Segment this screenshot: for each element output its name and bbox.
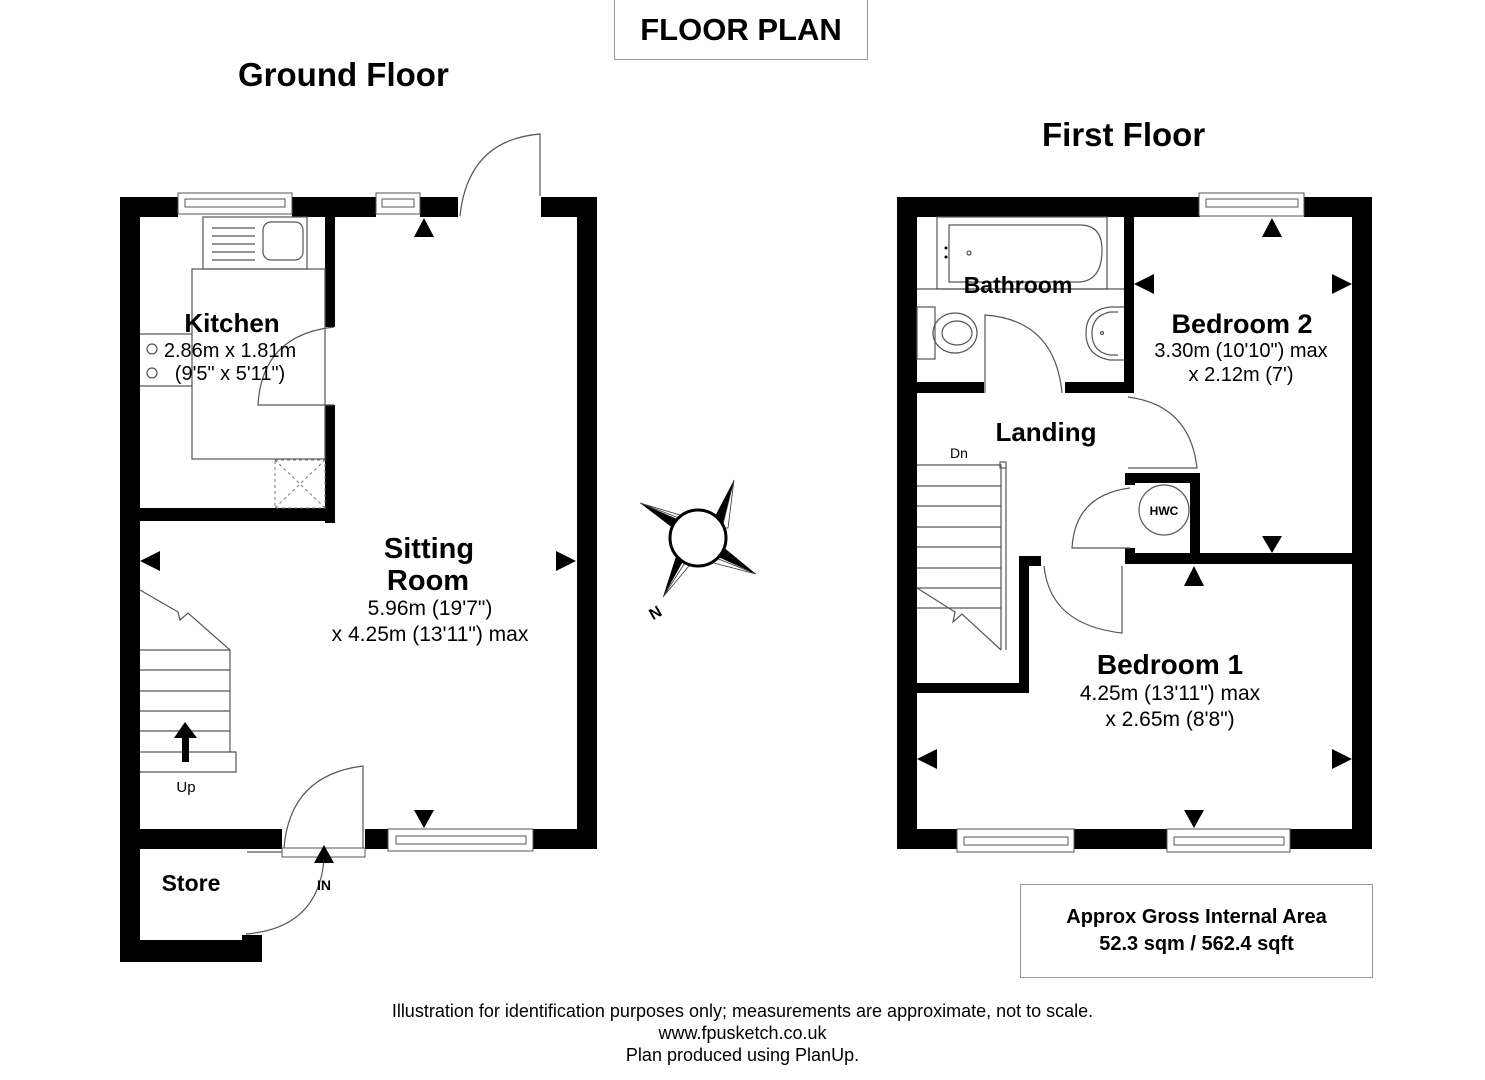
ff-wall-north-1 (897, 197, 1200, 217)
area-value: 52.3 sqm / 562.4 sqft (1099, 933, 1294, 955)
bedroom1-label: Bedroom 1 (1097, 649, 1243, 680)
kitchen-wall-east-upper (325, 217, 335, 327)
kitchen-dimensions-imperial: (9'5" x 5'11") (175, 363, 285, 385)
ff-measure-arrow-up-icon (1262, 218, 1282, 237)
bathtub (917, 216, 1124, 290)
sitting-room-south-window (387, 828, 534, 852)
gross-internal-area-box: Approx Gross Internal Area 52.3 sqm / 56… (1020, 884, 1373, 978)
ground-floor-plan (120, 133, 597, 962)
ff-measure-arrow-down-icon (1262, 536, 1282, 553)
landing-wall-south (917, 683, 1029, 693)
credit-text: Plan produced using PlanUp. (625, 1045, 860, 1065)
sitting-room-dimensions-1: 5.96m (19'7") (368, 597, 493, 620)
north-compass-icon (639, 479, 757, 598)
store-door-swing (245, 859, 325, 935)
bathroom-wall-east (1124, 217, 1134, 393)
wash-basin (1085, 306, 1124, 361)
bedroom1-window-left (956, 828, 1075, 853)
bedroom1-window-right (1166, 828, 1291, 853)
bedroom2-door-swing (1127, 396, 1198, 469)
ground-floor-title: Ground Floor (238, 56, 449, 93)
bedroom2-dimensions-2: x 2.12m (7') (1189, 364, 1294, 386)
wall-east (577, 197, 597, 849)
store-wall-south (120, 940, 262, 962)
first-floor-stairs (916, 461, 1007, 651)
kitchen-window (177, 192, 293, 215)
area-label: Approx Gross Internal Area (1066, 906, 1327, 928)
kitchen-wall-east-lower (325, 405, 335, 523)
ff-wall-south-2 (1074, 829, 1167, 849)
ff-measure-arrow-left2-icon (917, 749, 937, 769)
kitchen-wall-south (120, 508, 335, 521)
bedroom1-dimensions-1: 4.25m (13'11") max (1080, 682, 1261, 705)
landing-label: Landing (995, 417, 1096, 447)
toilet (916, 306, 978, 360)
hwc-door-swing (1071, 487, 1131, 549)
kitchen-label: Kitchen (184, 308, 279, 338)
hot-water-cylinder-icon (1138, 484, 1190, 536)
store-wall-stub (242, 935, 262, 962)
measure-arrow-left-icon (140, 551, 160, 571)
compass-north-label: N (646, 603, 665, 624)
website-link[interactable]: www.fpusketch.co.uk (658, 1023, 827, 1043)
wall-north-3 (420, 197, 458, 217)
wall-north-1 (120, 197, 178, 217)
sitting-room-label-line1: Sitting (384, 533, 474, 565)
ff-measure-arrow-up2-icon (1184, 566, 1204, 586)
kitchen-door-swing (257, 326, 335, 406)
measure-arrow-down-icon (414, 810, 434, 828)
ff-wall-west (897, 197, 917, 849)
measure-arrow-up-icon (414, 218, 434, 237)
ff-wall-south-1 (897, 829, 957, 849)
ff-measure-arrow-down2-icon (1184, 810, 1204, 828)
wall-south-2 (365, 829, 388, 849)
bathroom-wall-south-1 (917, 382, 984, 393)
bathroom-door-swing (984, 314, 1063, 394)
wall-north-2 (292, 197, 376, 217)
plan-title: FLOOR PLAN (614, 0, 868, 60)
front-door-swing (283, 765, 364, 849)
wall-south-3 (533, 829, 597, 849)
stairs-down-label: Dn (950, 445, 968, 461)
measure-arrow-right-icon (556, 551, 576, 571)
sitting-room-label-line2: Room (387, 565, 469, 597)
sitting-room-dimensions-2: x 4.25m (13'11") max (332, 623, 529, 646)
store-label: Store (162, 870, 221, 896)
bedroom2-window (1198, 192, 1305, 217)
disclaimer-text: Illustration for identification purposes… (391, 1001, 1094, 1021)
stairs-up-arrow-icon (174, 722, 197, 762)
bedroom2-dimensions-1: 3.30m (10'10") max (1154, 340, 1327, 362)
hwc-label: HWC (1150, 504, 1179, 518)
hwc-wall-east (1190, 473, 1200, 563)
first-floor-plan (897, 192, 1372, 853)
bedroom2-wall-south (1125, 553, 1372, 564)
ff-measure-arrow-right2-icon (1332, 749, 1352, 769)
bedroom1-dimensions-2: x 2.65m (8'8") (1105, 708, 1234, 731)
landing-wall-east (1019, 556, 1029, 691)
ff-wall-south-3 (1290, 829, 1372, 849)
bedroom2-label: Bedroom 2 (1171, 309, 1312, 339)
footer: Illustration for identification purposes… (0, 1000, 1485, 1066)
kitchen-dimensions-metric: 2.86m x 1.81m (164, 340, 296, 362)
sitting-room-north-window (375, 192, 421, 215)
stairs-up-label: Up (176, 779, 195, 796)
entrance-label: IN (317, 877, 331, 893)
ff-measure-arrow-left-icon (1134, 274, 1154, 294)
bedroom1-door-swing (1043, 565, 1123, 634)
hwc-wall-north (1125, 473, 1200, 483)
first-floor-title: First Floor (1042, 116, 1206, 153)
bathroom-wall-south-2 (1065, 382, 1134, 393)
ff-measure-arrow-right-icon (1332, 274, 1352, 294)
wall-west (120, 197, 140, 962)
wall-south-1 (120, 829, 282, 849)
kitchen-units (140, 216, 326, 509)
ff-wall-east (1352, 197, 1372, 849)
bathroom-label: Bathroom (964, 272, 1073, 298)
back-door-swing (459, 133, 541, 217)
entrance-arrow-icon (314, 845, 334, 863)
